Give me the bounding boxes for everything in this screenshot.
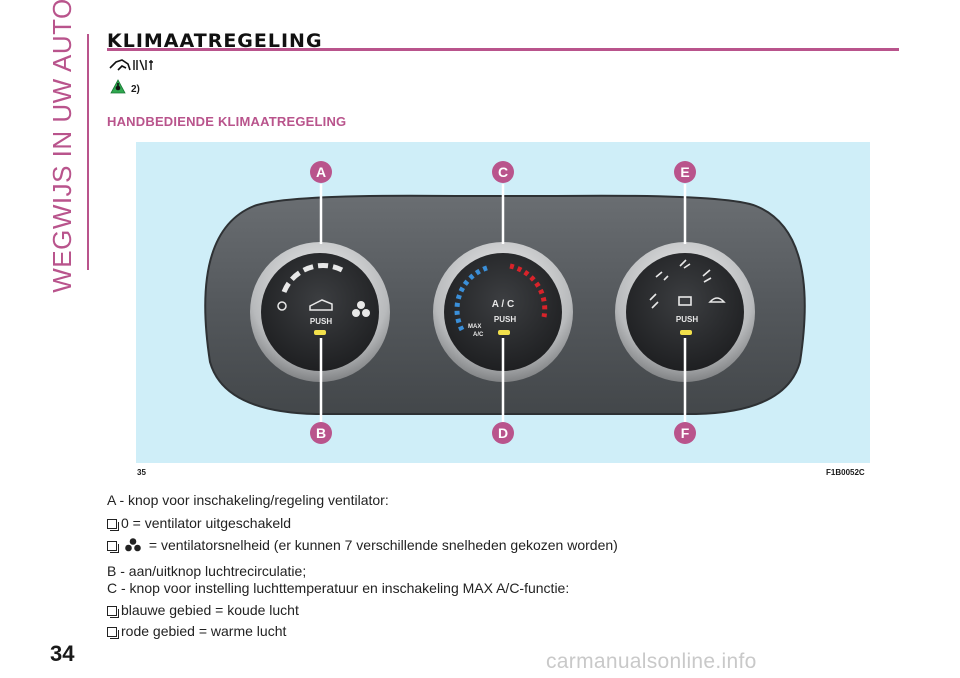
checkbox-bullet-icon <box>107 541 119 553</box>
svg-text:C: C <box>498 164 508 180</box>
figure-code: F1B0052C <box>826 468 865 477</box>
fan-icon <box>352 301 370 317</box>
page-title: KLIMAATREGELING <box>107 30 323 52</box>
side-rule <box>87 34 89 270</box>
svg-text:F: F <box>681 425 690 441</box>
ac-label: A / C <box>492 299 514 310</box>
list-item: 0 = ventilator uitgeschakeld <box>107 515 291 531</box>
indicator-led-left <box>314 330 326 335</box>
title-rule <box>107 48 899 51</box>
callout-f: F <box>674 422 696 444</box>
list-item: rode gebied = warme lucht <box>107 623 286 639</box>
list-item: blauwe gebied = koude lucht <box>107 602 299 618</box>
svg-text:B: B <box>316 425 326 441</box>
list-item: = ventilatorsnelheid (er kunnen 7 versch… <box>107 537 618 553</box>
air-face-icon <box>655 271 669 281</box>
text-line-a: A - knop voor inschakeling/regeling vent… <box>107 492 389 508</box>
knob-left[interactable]: PUSH <box>250 242 390 382</box>
svg-text:A: A <box>316 164 326 180</box>
front-defrost-icon <box>708 297 726 303</box>
warning-reference: 2) <box>131 84 140 95</box>
page-number: 34 <box>50 641 75 666</box>
text-line-b: B - aan/uitknop luchtrecirculatie; <box>107 563 307 579</box>
callout-a: A <box>310 161 332 183</box>
indicator-led-right <box>680 330 692 335</box>
callout-b: B <box>310 422 332 444</box>
callout-e: E <box>674 161 696 183</box>
indicator-led-center <box>498 330 510 335</box>
checkbox-bullet-icon <box>107 627 119 639</box>
recirculation-icon <box>309 299 333 311</box>
checkbox-bullet-icon <box>107 606 119 618</box>
warning-triangle-icon <box>110 79 126 94</box>
air-face-feet-icon <box>679 259 691 269</box>
knob-center[interactable]: A / C PUSH MAX A/C <box>433 242 573 382</box>
air-feet-icon <box>649 293 659 309</box>
push-label-left: PUSH <box>310 317 332 326</box>
svg-text:E: E <box>680 164 689 180</box>
watermark: carmanualsonline.info <box>546 650 757 673</box>
climate-control-figure: PUSH A / C PUSH MAX A/C <box>136 142 870 463</box>
figure-number: 35 <box>137 468 146 477</box>
rear-defrost-icon <box>678 296 692 306</box>
checkbox-bullet-icon <box>107 519 119 531</box>
fan-icon <box>125 538 141 552</box>
fan-off-icon <box>277 301 287 311</box>
side-section-title: WEGWIJS IN UW AUTO <box>46 0 77 293</box>
callout-c: C <box>492 161 514 183</box>
air-feet-windscreen-icon <box>702 269 712 283</box>
callout-d: D <box>492 422 514 444</box>
push-label-right: PUSH <box>676 315 698 324</box>
push-label-center: PUSH <box>494 315 516 324</box>
svg-text:D: D <box>498 425 508 441</box>
max-ac-label-1: MAX <box>468 324 481 330</box>
section-heading: HANDBEDIENDE KLIMAATREGELING <box>107 114 347 129</box>
max-ac-label-2: A/C <box>473 332 484 338</box>
text-line-c: C - knop voor instelling luchttemperatuu… <box>107 580 570 596</box>
knob-right[interactable]: PUSH <box>615 242 755 382</box>
car-variant-icon <box>109 59 153 71</box>
